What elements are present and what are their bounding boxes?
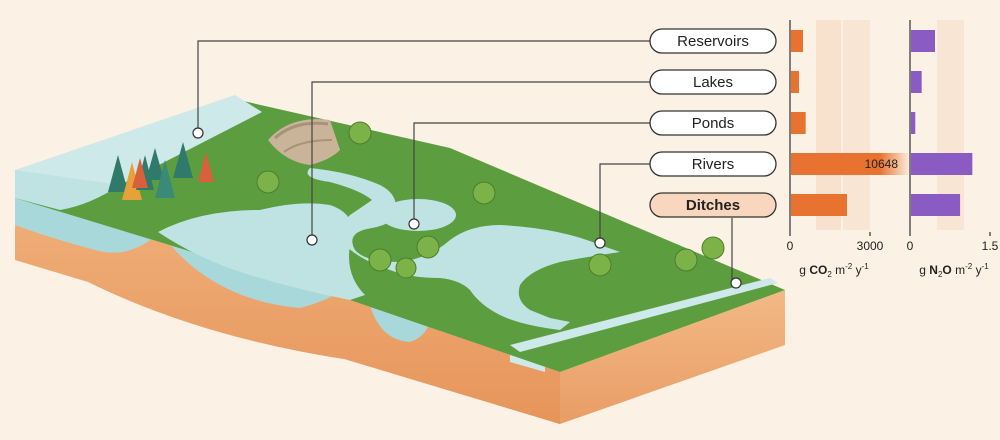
landscape-block — [15, 95, 785, 424]
co2-bar-lakes — [791, 71, 799, 93]
lake-surface — [158, 203, 365, 300]
deciduous-trees — [256, 121, 725, 279]
callout-lines — [197, 40, 733, 283]
lakes-leader — [311, 81, 650, 239]
n2o-bars — [911, 30, 973, 216]
label-ditches: Ditches — [649, 192, 777, 218]
label-text-rivers: Rivers — [692, 156, 735, 173]
label-lakes: Lakes — [649, 69, 777, 95]
label-pill-ditches — [649, 192, 777, 218]
n2o-tick-max: 1.5 — [982, 239, 999, 253]
ditches-dot — [730, 277, 742, 289]
soil-side-face — [560, 290, 785, 424]
n2o-tick-min: 0 — [907, 239, 914, 253]
co2-bar-ditches — [791, 194, 847, 216]
ponds-leader — [413, 122, 650, 223]
dam — [268, 119, 340, 165]
lakes-dot — [306, 234, 318, 246]
reservoir-water — [15, 95, 262, 199]
label-pill-reservoirs — [649, 28, 777, 54]
label-pill-lakes — [649, 69, 777, 95]
label-pill-ponds — [649, 110, 777, 136]
label-ponds: Ponds — [649, 110, 777, 136]
co2-axis-label: g CO2 m-2 y-1 — [799, 262, 869, 279]
n2o-bar-ditches — [911, 194, 961, 216]
label-reservoirs: Reservoirs — [649, 28, 777, 54]
reservoirs-leader — [197, 40, 650, 132]
n2o-bar-ponds — [911, 112, 916, 134]
co2-bar-reservoirs — [791, 30, 803, 52]
co2-bar-ponds — [791, 112, 806, 134]
rivers-leader — [599, 163, 650, 243]
label-text-reservoirs: Reservoirs — [677, 33, 749, 50]
n2o-bar-reservoirs — [911, 30, 935, 52]
co2-tick-max: 3000 — [857, 239, 884, 253]
callout-dots — [192, 127, 742, 289]
label-text-ponds: Ponds — [692, 115, 735, 132]
ponds-dot — [408, 218, 420, 230]
label-pill-rivers — [649, 151, 777, 177]
n2o-bar-lakes — [911, 71, 922, 93]
label-text-lakes: Lakes — [693, 74, 733, 91]
co2-bar-rivers — [791, 153, 909, 175]
label-rivers: Rivers — [649, 151, 777, 177]
conifer-trees — [108, 142, 214, 200]
co2-data-label-rivers: 10648 — [865, 157, 899, 171]
reservoirs-dot — [192, 127, 204, 139]
lake-cross-section — [15, 198, 160, 253]
label-text-ditches: Ditches — [686, 197, 740, 214]
co2-tick-min: 0 — [787, 239, 794, 253]
pond-surface — [380, 199, 456, 231]
rivers-dot — [594, 237, 606, 249]
n2o-bar-rivers — [911, 153, 973, 175]
ditch-channel — [510, 278, 778, 352]
n2o-axis-label: g N2O m-2 y-1 — [919, 262, 989, 279]
co2-bars: 10648 — [791, 30, 909, 216]
